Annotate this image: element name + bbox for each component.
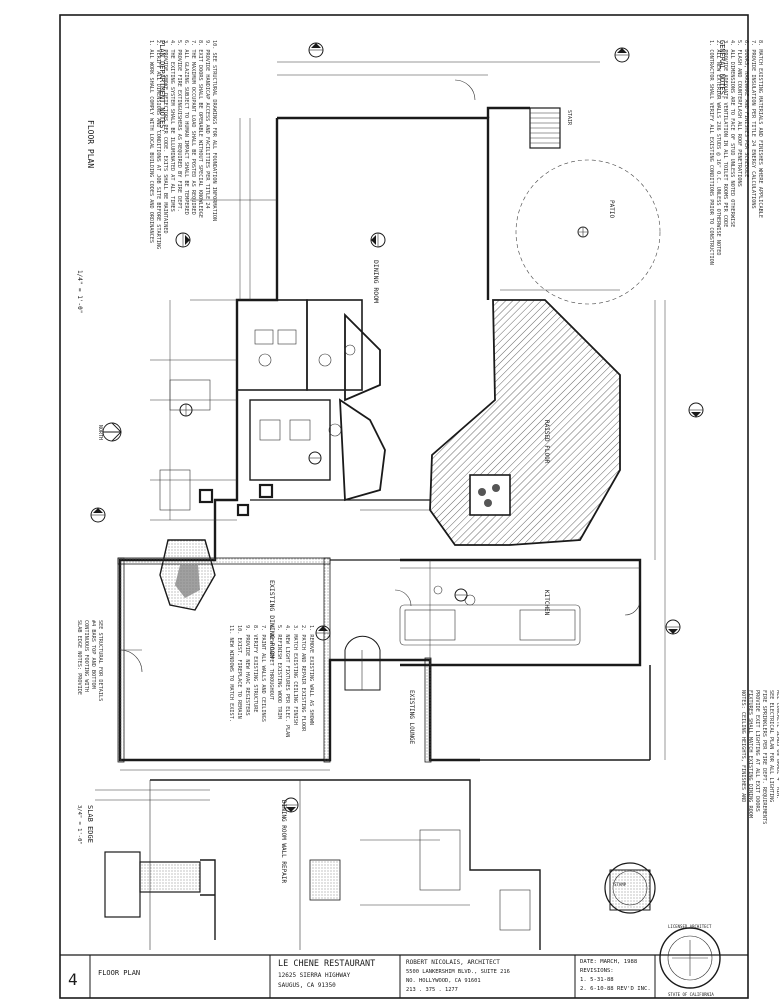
svg-text:6. NEW CARPET THROUGHOUT: 6. NEW CARPET THROUGHOUT	[268, 625, 274, 700]
revision-2: 2. 6-10-88 REV'D INC.	[580, 986, 651, 992]
dining-repair-note: DINING ROOM WALL REPAIR	[280, 800, 287, 883]
svg-text:CONTINUOUS FOOTING WITH: CONTINUOUS FOOTING WITH	[83, 620, 89, 692]
architect-phone: 213 . 375 . 1277	[406, 987, 458, 993]
hatched-platform: RAISED FLOOR	[429, 299, 621, 546]
svg-text:ALL CONCRETE SLABS ON GRADE 4": ALL CONCRETE SLABS ON GRADE 4" MIN.	[775, 690, 779, 799]
svg-text:SLAB EDGE NOTES: PROVIDE: SLAB EDGE NOTES: PROVIDE	[76, 620, 82, 695]
existing-lounge-label: EXISTING LOUNGE	[408, 690, 415, 745]
svg-text:8. MATCH EXISTING MATERIALS AN: 8. MATCH EXISTING MATERIALS AND FINISHES…	[757, 40, 763, 218]
svg-text:10. SEE STRUCTURAL DRAWINGS FO: 10. SEE STRUCTURAL DRAWINGS FOR ALL FOUN…	[211, 40, 217, 221]
svg-text:10. EXIST. FIREPLACE TO REMAIN: 10. EXIST. FIREPLACE TO REMAIN	[236, 625, 242, 719]
svg-text:5. FLASH AND COUNTERFLASH ALL: 5. FLASH AND COUNTERFLASH ALL ROOF PENET…	[736, 40, 742, 187]
svg-text:PROVIDE EXIT LIGHTING AT ALL E: PROVIDE EXIT LIGHTING AT ALL EXIT DOORS	[754, 690, 760, 812]
svg-text:11. NEW WINDOWS TO MATCH EXIST: 11. NEW WINDOWS TO MATCH EXIST.	[228, 625, 234, 722]
slab-edge-scale: 3/4" = 1'-0"	[76, 805, 82, 845]
service-corridor	[150, 359, 274, 521]
room-labels: DINING ROOM EXISTING DINING ROOM EXISTIN…	[268, 260, 550, 883]
existing-building-details	[360, 829, 651, 931]
revision-1: 1. 5-31-88	[580, 977, 614, 983]
svg-text:4. ALL DIMENSIONS ARE TO FACE: 4. ALL DIMENSIONS ARE TO FACE OF STUD UN…	[729, 40, 735, 227]
date-label: DATE: MARCH, 1988	[580, 959, 638, 965]
north-label: NORTH	[97, 425, 103, 440]
patio-circle: PATIO	[515, 159, 661, 305]
revisions-label: REVISIONS:	[580, 968, 614, 974]
svg-text:2. ALL NEW EXTERIOR WALLS 2X6: 2. ALL NEW EXTERIOR WALLS 2X6 STUDS @ 16…	[715, 40, 721, 256]
california-seal: LICENSED ARCHITECT STATE OF CALIFORNIA	[659, 924, 721, 997]
svg-text:7. THE MAXIMUM OCCUPANT LOAD S: 7. THE MAXIMUM OCCUPANT LOAD SHALL BE PO…	[190, 40, 196, 215]
svg-text:3. MATCH EXISTING CEILING FINI: 3. MATCH EXISTING CEILING FINISH	[292, 625, 298, 725]
title-block: 4 FLOOR PLAN LE CHENE RESTAURANT 12625 S…	[68, 955, 656, 998]
dining-room-label: DINING ROOM	[372, 260, 380, 303]
svg-text:2. VERIFY ALL DIMENSIONS AND C: 2. VERIFY ALL DIMENSIONS AND CONDITIONS …	[155, 40, 161, 249]
restroom-block	[236, 299, 386, 502]
svg-text:FIRE SPRINKLERS PER FIRE DEPT.: FIRE SPRINKLERS PER FIRE DEPT. REQUIREME…	[761, 690, 767, 824]
plan-department-notes: PLAN DEPARTMENT NOTES: 1. ALL WORK SHALL…	[76, 40, 217, 442]
svg-text:1. CONTRACTOR SHALL VERIFY ALL: 1. CONTRACTOR SHALL VERIFY ALL EXISTING …	[708, 40, 714, 265]
lower-left-notes: SLAB EDGE NOTES: PROVIDE CONTINUOUS FOOT…	[76, 620, 103, 701]
svg-text:4. NEW LIGHT FIXTURES PER ELEC: 4. NEW LIGHT FIXTURES PER ELEC. PLAN	[284, 625, 290, 737]
mech-notes-title: PLAN DEPARTMENT NOTES:	[158, 40, 166, 133]
existing-dining-label: EXISTING DINING ROOM	[268, 580, 276, 658]
existing-dining-notes: 1. REMOVE EXISTING WALL AS SHOWN 2. PATC…	[228, 625, 314, 737]
dimension-lines	[120, 61, 666, 771]
patio-label: PATIO	[608, 200, 615, 218]
svg-text:NOTES: CEILING HEIGHTS, FINISH: NOTES: CEILING HEIGHTS, FINISHES AND	[740, 690, 746, 802]
svg-text:SEE ELECTRICAL PLAN FOR ALL LI: SEE ELECTRICAL PLAN FOR ALL LIGHTING	[768, 690, 774, 802]
seal-state: STATE OF CALIFORNIA	[668, 992, 714, 997]
fireplace-center	[469, 474, 511, 516]
slab-edge-title: SLAB EDGE	[86, 805, 94, 843]
sheet-border	[59, 14, 749, 999]
svg-text:5. REFINISH EXISTING WOOD TRIM: 5. REFINISH EXISTING WOOD TRIM	[276, 625, 282, 719]
main-plan-title: FLOOR PLAN	[86, 120, 95, 168]
svg-text:6. DOORS, HARDWARE AND FINISHE: 6. DOORS, HARDWARE AND FINISHES PER SCHE…	[743, 40, 749, 177]
svg-text:5. PROVIDE FIRE EXTINGUISHERS: 5. PROVIDE FIRE EXTINGUISHERS AS REQUIRE…	[176, 40, 182, 212]
svg-text:#4 BARS TOP AND BOTTOM: #4 BARS TOP AND BOTTOM	[90, 620, 96, 689]
doors	[119, 79, 641, 673]
stair: STAIR	[529, 107, 572, 149]
general-notes-title: GENERAL NOTES:	[718, 40, 726, 99]
architect-address-1: 5500 LANKERSHIM BLVD., SUITE 216	[406, 969, 510, 975]
sheet-title: FLOOR PLAN	[98, 969, 140, 977]
svg-text:9. PROVIDE NEW HVAC REGISTERS: 9. PROVIDE NEW HVAC REGISTERS	[244, 625, 250, 716]
seal-text: LICENSED ARCHITECT	[668, 924, 712, 929]
existing-fireplace	[159, 539, 216, 611]
svg-text:STAMP: STAMP	[614, 882, 627, 887]
north-arrow: NORTH	[97, 422, 122, 442]
svg-text:9. PROVIDE HANDICAP ACCESS AND: 9. PROVIDE HANDICAP ACCESS AND FACILITIE…	[204, 40, 210, 209]
main-plan-scale: 1/4" = 1'-0"	[76, 270, 83, 313]
svg-text:8. EXIT DOORS SHALL BE OPENABL: 8. EXIT DOORS SHALL BE OPENABLE WITHOUT …	[197, 40, 203, 218]
svg-text:4. THE EXITING SYSTEM SHALL BE: 4. THE EXITING SYSTEM SHALL BE ILLUMINAT…	[169, 40, 175, 212]
existing-walls-stipple	[117, 557, 432, 901]
svg-text:FIXTURES SHALL MATCH EXISTING: FIXTURES SHALL MATCH EXISTING DINING ROO…	[747, 690, 753, 818]
svg-text:SEE STRUCTURAL FOR DETAILS: SEE STRUCTURAL FOR DETAILS	[97, 620, 103, 701]
svg-text:3. PROVIDE SMOKE DETECTORS PER: 3. PROVIDE SMOKE DETECTORS PER CODE. EXI…	[162, 40, 168, 234]
architect-name: ROBERT NICOLAIS, ARCHITECT	[406, 959, 500, 966]
sheet-number: 4	[68, 970, 78, 989]
kitchen-label: KITCHEN	[543, 590, 550, 616]
general-notes: GENERAL NOTES: 1. CONTRACTOR SHALL VERIF…	[708, 40, 779, 824]
svg-text:3. PROVIDE ADEQUATE VENTILATIO: 3. PROVIDE ADEQUATE VENTILATION IN ALL T…	[722, 40, 728, 227]
svg-text:7. PAINT ALL WALLS AND CEILING: 7. PAINT ALL WALLS AND CEILINGS	[260, 625, 266, 722]
platform-area	[429, 299, 621, 546]
svg-text:2. PATCH AND REPAIR EXISTING F: 2. PATCH AND REPAIR EXISTING FLOOR	[300, 625, 306, 732]
section-markers	[90, 42, 704, 813]
architect-stamp: STAMP	[604, 862, 656, 914]
slab-edge-detail: SLAB EDGE 3/4" = 1'-0"	[76, 789, 216, 940]
svg-text:8. VERIFY EXISTING STRUCTURE: 8. VERIFY EXISTING STRUCTURE	[252, 625, 258, 712]
svg-text:1. REMOVE EXISTING WALL AS SHO: 1. REMOVE EXISTING WALL AS SHOWN	[308, 625, 314, 725]
svg-text:6. ALL GLAZING SUBJECT TO HUMA: 6. ALL GLAZING SUBJECT TO HUMAN IMPACT S…	[183, 40, 189, 215]
svg-text:1. ALL WORK SHALL COMPLY WITH: 1. ALL WORK SHALL COMPLY WITH LOCAL BUIL…	[148, 40, 154, 243]
architect-address-2: NO. HOLLYWOOD, CA 91601	[406, 978, 481, 984]
project-name: LE CHENE RESTAURANT	[278, 959, 375, 969]
stair-label: STAIR	[566, 110, 572, 126]
svg-text:7. PROVIDE INSULATION PER TITL: 7. PROVIDE INSULATION PER TITLE 24 ENERG…	[750, 40, 756, 209]
project-address-1: 12625 SIERRA HIGHWAY	[278, 972, 351, 979]
project-address-2: SAUGUS, CA 91350	[278, 982, 336, 989]
svg-text:RAISED FLOOR: RAISED FLOOR	[543, 420, 550, 464]
